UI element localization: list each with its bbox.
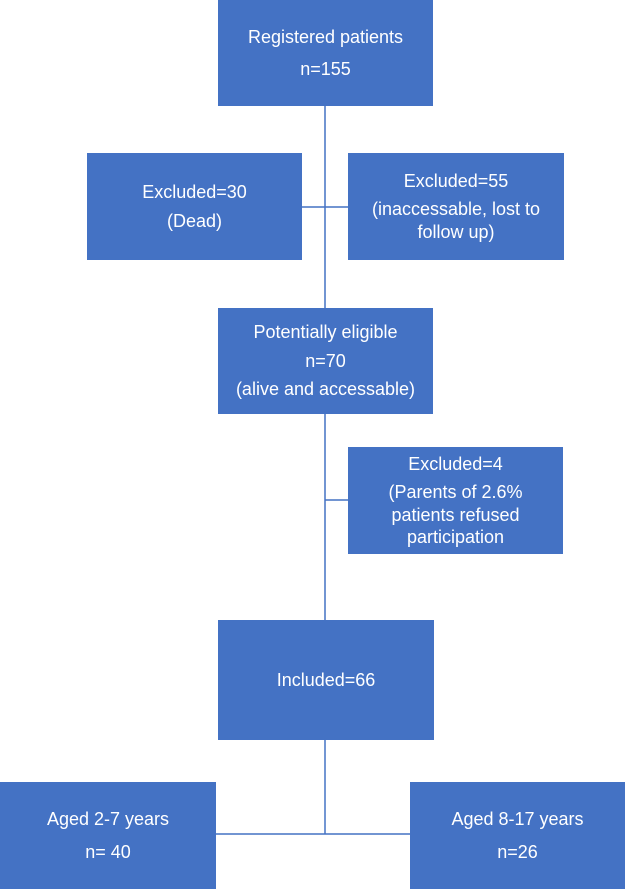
- eligible-count: n=70: [305, 350, 346, 371]
- aged-young-count: n= 40: [85, 841, 131, 862]
- registered-patients-box: Registered patients n=155: [218, 0, 433, 106]
- registered-title: Registered patients: [247, 26, 404, 47]
- eligible-note: (alive and accessable): [235, 379, 416, 400]
- excluded-refused-title: Excluded=4: [408, 453, 503, 474]
- excluded-refused-reason-line1: (Parents of 2.6%: [388, 482, 523, 502]
- excluded-dead-reason: (Dead): [166, 210, 223, 231]
- eligible-title: Potentially eligible: [253, 322, 398, 343]
- included-title: Included=66: [276, 669, 376, 690]
- aged-8-17-box: Aged 8-17 years n=26: [410, 782, 625, 889]
- aged-old-title: Aged 8-17 years: [451, 809, 584, 829]
- excluded-lost-title: Excluded=55: [403, 170, 509, 191]
- excluded-refused-box: Excluded=4 (Parents of 2.6% patients ref…: [348, 447, 563, 554]
- registered-count: n=155: [300, 59, 351, 79]
- excluded-refused-reason-line2: patients refused: [391, 504, 520, 525]
- aged-2-7-box: Aged 2-7 years n= 40: [0, 782, 216, 889]
- excluded-lost-reason-line1: (inaccessable, lost to: [371, 199, 541, 220]
- excluded-lost-reason-line2: follow up): [417, 221, 495, 242]
- potentially-eligible-box: Potentially eligible n=70 (alive and acc…: [218, 308, 433, 414]
- excluded-dead-title: Excluded=30: [142, 182, 247, 202]
- excluded-lost-box: Excluded=55 (inaccessable, lost to follo…: [348, 153, 564, 260]
- aged-old-count: n=26: [497, 841, 538, 862]
- aged-young-title: Aged 2-7 years: [46, 809, 170, 829]
- excluded-dead-box: Excluded=30 (Dead): [87, 153, 302, 260]
- excluded-refused-reason-line3: participation: [406, 527, 505, 547]
- included-box: Included=66: [218, 620, 434, 740]
